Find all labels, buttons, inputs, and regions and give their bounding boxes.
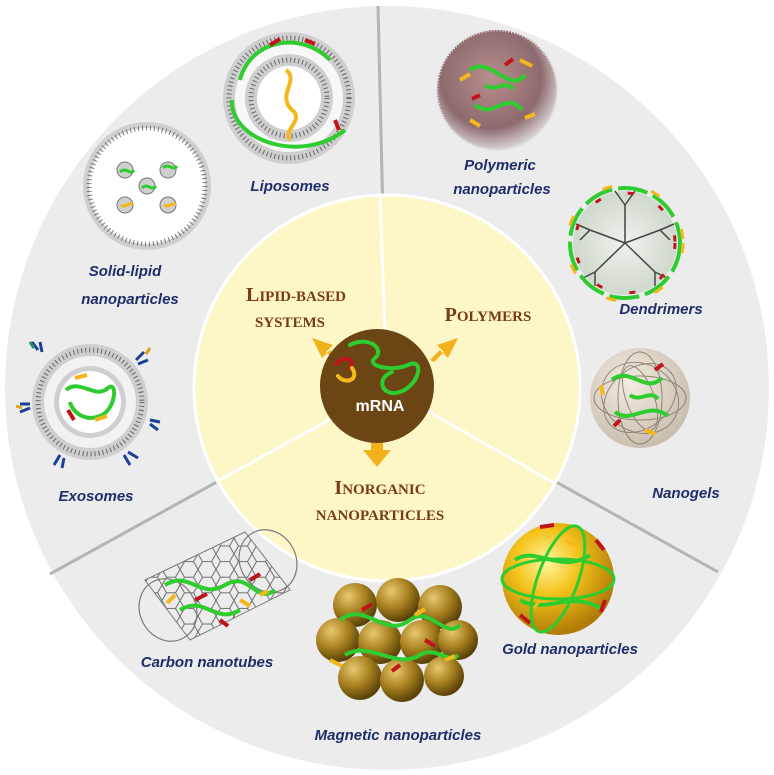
liposome-illustration [223, 32, 355, 164]
dendrimers-label: Dendrimers [619, 301, 702, 318]
polymeric-label-1: Polymeric [464, 157, 536, 174]
exosome-illustration [15, 341, 161, 469]
category-lipid-line1: LIPID-BASED [246, 284, 346, 306]
polymeric-label-2: nanoparticles [453, 181, 551, 198]
gold-np-illustration [500, 523, 616, 635]
dendrimer-illustration [565, 183, 685, 303]
category-inorganic-line1: INORGANIC [334, 477, 425, 499]
solid-lipid-label-1: Solid-lipid [89, 263, 162, 280]
nanogel-illustration [590, 348, 690, 448]
magnetic-np-label: Magnetic nanoparticles [315, 727, 482, 744]
carbon-nanotube-illustration [138, 529, 298, 642]
gold-np-label: Gold nanoparticles [502, 641, 638, 658]
category-inorganic-line2: NANOPARTICLES [316, 508, 444, 524]
category-lipid-line2: SYSTEMS [255, 315, 325, 331]
liposomes-label: Liposomes [250, 178, 329, 195]
exosomes-label: Exosomes [58, 488, 133, 505]
solid-lipid-label-2: nanoparticles [81, 291, 179, 308]
solid-lipid-illustration [83, 122, 211, 250]
nanogels-label: Nanogels [652, 485, 720, 502]
magnetic-np-illustration [316, 578, 478, 702]
arrow-up-right [430, 338, 458, 362]
carbon-nanotubes-label: Carbon nanotubes [141, 654, 274, 671]
mrna-strand-center [334, 339, 421, 396]
mrna-center-label: mRNA [356, 398, 405, 415]
polymeric-np-illustration [435, 28, 559, 152]
arrow-down [363, 430, 391, 467]
category-polymers: POLYMERS [445, 304, 532, 326]
